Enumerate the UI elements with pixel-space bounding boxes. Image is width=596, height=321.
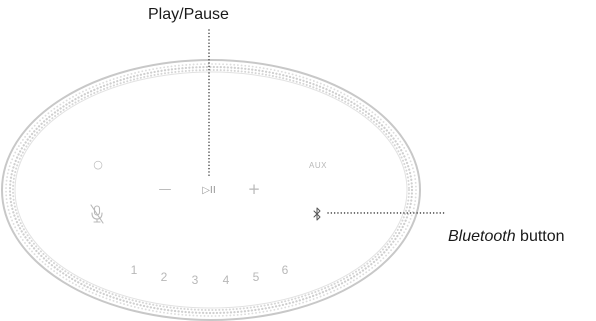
speaker-inner-ring	[14, 71, 408, 309]
aux-button[interactable]: AUX	[309, 161, 327, 170]
speaker-outline	[1, 59, 421, 321]
preset-4-button[interactable]: 4	[223, 273, 230, 287]
grille-dots-middle	[12, 69, 410, 311]
preset-1-button[interactable]: 1	[131, 263, 138, 277]
volume-down-button[interactable]: —	[159, 182, 172, 197]
volume-up-button[interactable]: +	[248, 180, 261, 198]
bluetooth-callout-emphasis: Bluetooth	[448, 228, 516, 245]
preset-5-button[interactable]: 5	[253, 270, 260, 284]
preset-3-button[interactable]: 3	[192, 273, 199, 287]
grille-dots-inner	[5, 63, 417, 317]
preset-2-button[interactable]: 2	[161, 270, 168, 284]
play-pause-button[interactable]: ▷II	[202, 185, 216, 196]
bluetooth-button-callout: Bluetooth button	[448, 228, 565, 246]
preset-6-button[interactable]: 6	[282, 263, 289, 277]
mic-off-icon[interactable]	[90, 204, 104, 224]
preset-buttons: 1 2 3 4 5 6	[131, 263, 289, 287]
play-pause-callout: Play/Pause	[148, 6, 229, 23]
bluetooth-icon[interactable]	[313, 207, 321, 221]
bluetooth-callout-rest: button	[515, 228, 565, 245]
grille-dots-outer	[8, 65, 414, 315]
power-button[interactable]: ○	[93, 158, 103, 171]
